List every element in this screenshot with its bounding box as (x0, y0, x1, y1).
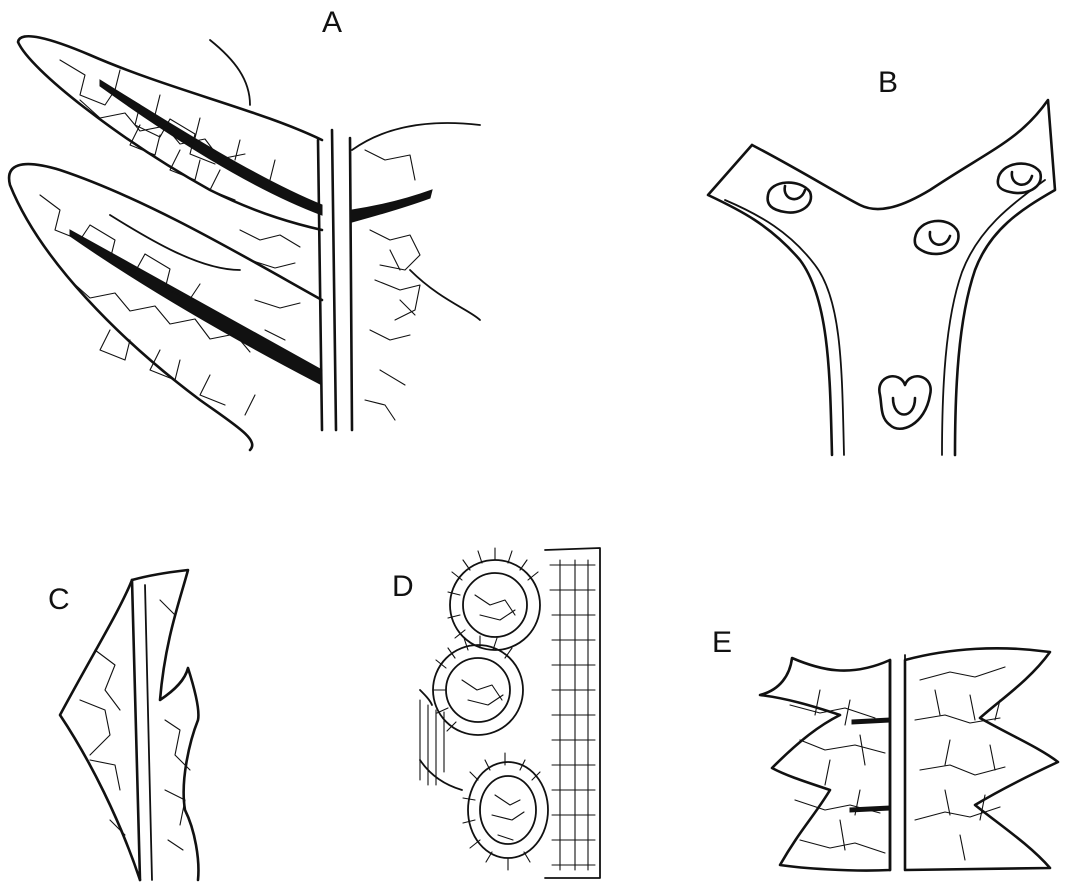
panel-c-drawing (58, 568, 200, 882)
panel-label-a: A (322, 6, 343, 39)
panel-a-drawing (7, 35, 481, 452)
panel-d-drawing (419, 547, 601, 879)
panel-label-c: C (48, 583, 70, 616)
panel-label-b: B (878, 66, 899, 99)
panel-b-drawing (706, 98, 1057, 457)
panel-label-d: D (392, 570, 414, 603)
panel-e-drawing (758, 647, 1060, 872)
panel-label-e: E (712, 626, 733, 659)
